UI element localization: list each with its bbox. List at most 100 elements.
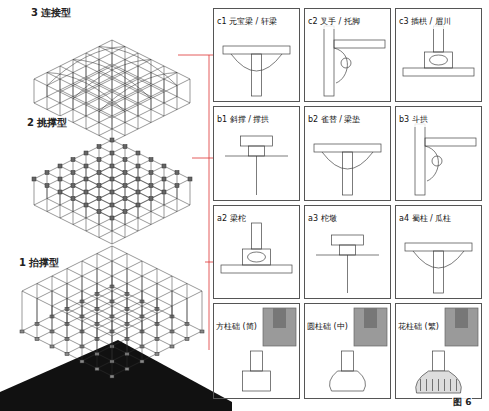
bracket	[123, 210, 127, 214]
block	[243, 249, 271, 265]
leader-line	[209, 55, 210, 350]
post	[190, 79, 191, 103]
post	[138, 105, 139, 129]
bracket	[123, 184, 127, 188]
detail-panel: a3 柁墩	[304, 205, 391, 299]
bracket	[110, 177, 114, 181]
ground-shadow	[0, 340, 232, 411]
frame-line	[99, 147, 177, 186]
bracket	[175, 184, 179, 188]
bracket	[149, 184, 153, 188]
layer-label: 2 挑撑型	[26, 116, 68, 130]
column-base	[125, 368, 129, 371]
frame-line	[86, 153, 164, 192]
frame-line	[99, 199, 177, 238]
carving	[341, 58, 351, 68]
bracket	[110, 190, 114, 194]
carving	[248, 252, 266, 262]
figure-number: 图 6	[452, 396, 472, 409]
bracket	[123, 197, 127, 201]
detail-sketches	[221, 26, 478, 393]
panel-caption: 圆柱础 (中)	[305, 320, 351, 334]
post	[67, 314, 68, 354]
post	[142, 321, 143, 361]
roof-curve	[47, 47, 125, 86]
frame-line	[112, 140, 190, 179]
column-base	[110, 375, 114, 378]
post	[202, 291, 203, 331]
column-base	[95, 368, 99, 371]
post	[112, 336, 113, 376]
photo	[445, 308, 478, 346]
frame-line	[73, 186, 151, 225]
bracket	[136, 164, 140, 168]
post	[73, 99, 74, 123]
cap	[241, 136, 273, 146]
photo	[263, 308, 296, 346]
bracket	[84, 203, 88, 207]
bracket	[45, 184, 49, 188]
bracket	[110, 203, 114, 207]
bracket	[136, 190, 140, 194]
column	[251, 351, 263, 371]
post	[99, 112, 100, 136]
bracket	[110, 151, 114, 155]
beam	[334, 40, 385, 48]
panel-caption: a4 蜀柱 / 瓜柱	[396, 212, 454, 226]
column-base	[35, 338, 39, 341]
bracket	[97, 145, 101, 149]
block	[340, 245, 356, 255]
photo	[354, 308, 387, 346]
bracket	[149, 158, 153, 162]
column-base	[185, 338, 189, 341]
leader-line	[178, 55, 213, 56]
post	[125, 212, 126, 238]
bracket	[84, 151, 88, 155]
bracket	[162, 177, 166, 181]
bracket	[84, 177, 88, 181]
bracket	[123, 145, 127, 149]
post	[99, 212, 100, 238]
timber-frame	[20, 40, 204, 378]
detail-panel: c2 叉手 / 托脚	[304, 8, 391, 102]
post	[60, 92, 61, 116]
base-photo-panel: 圆柱础 (中)	[304, 303, 391, 399]
panel-caption: c2 叉手 / 托脚	[305, 15, 363, 29]
bracket	[71, 197, 75, 201]
ornament	[413, 251, 464, 268]
block	[249, 146, 265, 156]
bracket	[58, 177, 62, 181]
frame-line	[60, 166, 138, 205]
carving	[430, 55, 448, 65]
post	[164, 92, 165, 116]
layer-label: 1 抬撑型	[18, 256, 60, 270]
post	[190, 179, 191, 205]
block	[425, 52, 453, 68]
bracket	[32, 177, 36, 181]
frame-line	[60, 179, 138, 218]
column	[324, 26, 334, 96]
post	[37, 299, 38, 339]
layer-label: 3 连接型	[30, 6, 72, 20]
column	[343, 152, 353, 195]
round-base	[330, 371, 366, 391]
roof-curve	[73, 60, 151, 99]
bracket	[84, 164, 88, 168]
column	[415, 124, 425, 195]
detail-panel: b1 斜撑 / 撑拱	[213, 106, 300, 201]
leader-line	[192, 158, 213, 159]
carving	[420, 379, 421, 391]
bracket	[97, 197, 101, 201]
post	[82, 321, 83, 361]
panel-caption: 方柱础 (简)	[214, 320, 260, 334]
roof-curve	[99, 73, 177, 112]
arm	[225, 156, 288, 195]
brace	[425, 146, 438, 181]
frame-line	[112, 166, 190, 205]
bracket	[110, 138, 114, 142]
frame-line	[73, 160, 151, 199]
bracket	[58, 190, 62, 194]
frame-line	[34, 166, 112, 205]
detail-panel: b2 雀替 / 梁垫	[304, 106, 391, 201]
roof-curve	[99, 47, 177, 86]
